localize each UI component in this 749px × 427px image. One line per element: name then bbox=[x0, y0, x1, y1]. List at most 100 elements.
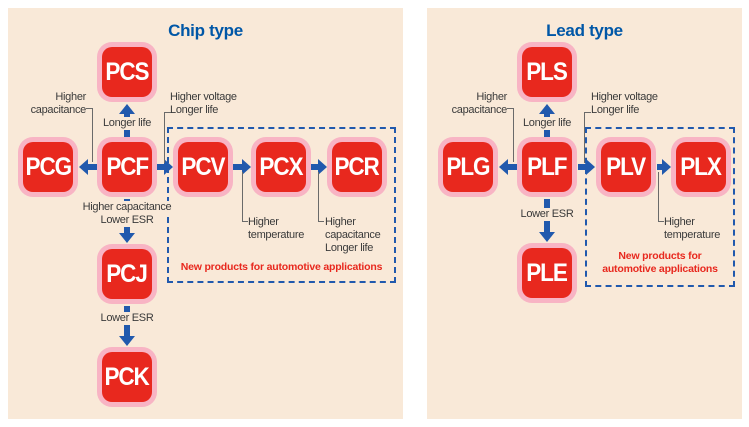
product-box-pck: PCK bbox=[97, 347, 157, 407]
product-box-pcv: PCV bbox=[173, 137, 233, 197]
product-box-pcj-label: PCJ bbox=[106, 259, 149, 288]
arrow-pcv-to-pcx bbox=[233, 159, 251, 175]
product-box-pcj: PCJ bbox=[97, 244, 157, 304]
product-box-plx-red: PLX bbox=[676, 142, 726, 192]
arrow-head bbox=[539, 232, 555, 242]
product-box-pcv-label: PCV bbox=[181, 152, 225, 181]
panel-chip-type: Chip type New products for automotive ap… bbox=[8, 8, 403, 419]
product-box-plf-red: PLF bbox=[522, 142, 572, 192]
note-line: automotive applications bbox=[602, 263, 718, 275]
label-line: Lower ESR bbox=[518, 208, 576, 221]
connector-higher-temperature bbox=[242, 172, 248, 222]
product-box-pcr-red: PCR bbox=[332, 142, 382, 192]
arrow-head bbox=[164, 159, 173, 175]
label-higher-voltage-longer-life: Higher voltage Longer life bbox=[591, 91, 671, 117]
label-higher-capacitance: Higher capacitance bbox=[437, 91, 508, 117]
panel-title-chip: Chip type bbox=[168, 21, 243, 40]
automotive-note-chip: New products for automotive applications bbox=[180, 261, 383, 273]
arrow-shaft bbox=[157, 164, 166, 170]
label-higher-temperature: Higher temperature bbox=[664, 216, 734, 242]
arrow-pcf-to-pcv bbox=[157, 159, 173, 175]
product-box-plf: PLF bbox=[517, 137, 577, 197]
arrow-head bbox=[119, 336, 135, 346]
arrow-head bbox=[499, 159, 508, 175]
connector-higher-voltage bbox=[164, 112, 171, 163]
label-lower-esr: Lower ESR bbox=[77, 312, 177, 325]
product-box-pcf-red: PCF bbox=[102, 142, 152, 192]
product-box-pcg: PCG bbox=[18, 137, 78, 197]
product-box-pcj-red: PCJ bbox=[102, 249, 152, 299]
label-line: capacitance bbox=[325, 229, 381, 241]
label-line: temperature bbox=[248, 229, 305, 241]
product-box-pcx: PCX bbox=[251, 137, 311, 197]
panel-lead-type: Lead type New products for automotive ap… bbox=[427, 8, 742, 419]
product-box-pls-label: PLS bbox=[526, 57, 569, 86]
arrow-head bbox=[79, 159, 88, 175]
label-line: capacitance bbox=[451, 104, 508, 116]
product-box-plv-label: PLV bbox=[606, 152, 647, 181]
product-box-pcv-red: PCV bbox=[178, 142, 228, 192]
product-box-pck-red: PCK bbox=[102, 352, 152, 402]
product-box-plx-label: PLX bbox=[680, 152, 723, 181]
connector-higher-temperature bbox=[658, 172, 664, 222]
product-box-pls-red: PLS bbox=[522, 47, 572, 97]
product-box-plg: PLG bbox=[438, 137, 498, 197]
label-line: Higher bbox=[476, 91, 507, 103]
product-box-pcx-red: PCX bbox=[256, 142, 306, 192]
product-box-pcx-label: PCX bbox=[259, 152, 303, 181]
product-box-pls: PLS bbox=[517, 42, 577, 102]
arrow-head bbox=[242, 159, 251, 175]
connector-higher-capacitance bbox=[507, 108, 514, 162]
arrow-head bbox=[318, 159, 327, 175]
product-box-pcf: PCF bbox=[97, 137, 157, 197]
label-line: Lower ESR bbox=[98, 312, 156, 325]
product-box-plv-red: PLV bbox=[601, 142, 651, 192]
label-higher-capacitance-longer-life: Higher capacitance Longer life bbox=[325, 216, 395, 255]
arrow-head bbox=[539, 104, 555, 114]
label-line: Higher bbox=[55, 91, 86, 103]
label-line: Longer life bbox=[325, 242, 374, 254]
label-line: capacitance bbox=[30, 104, 87, 116]
connector-higher-capacitance-longer-life bbox=[318, 172, 324, 222]
automotive-group-lead: New products for automotive applications bbox=[585, 127, 735, 287]
label-line: Lower ESR bbox=[98, 214, 156, 227]
label-line: Higher bbox=[664, 216, 695, 228]
arrow-shaft bbox=[233, 164, 244, 170]
arrow-plf-to-plg bbox=[499, 159, 517, 175]
note-line: New products for bbox=[618, 250, 702, 262]
label-line: Higher voltage bbox=[170, 91, 237, 103]
arrow-head bbox=[119, 233, 135, 243]
arrow-shaft bbox=[86, 164, 97, 170]
arrow-shaft bbox=[578, 164, 588, 170]
arrow-shaft bbox=[657, 164, 664, 170]
product-box-plx: PLX bbox=[671, 137, 731, 197]
product-box-plf-label: PLF bbox=[527, 152, 567, 181]
product-box-plv: PLV bbox=[596, 137, 656, 197]
label-longer-life: Longer life bbox=[517, 117, 577, 130]
label-higher-voltage-longer-life: Higher voltage Longer life bbox=[170, 91, 250, 117]
label-line: Higher capacitance bbox=[80, 201, 174, 214]
product-box-pcr: PCR bbox=[327, 137, 387, 197]
product-box-ple: PLE bbox=[517, 243, 577, 303]
product-box-plg-red: PLG bbox=[443, 142, 493, 192]
product-box-pcs-label: PCS bbox=[105, 57, 149, 86]
product-box-pcs: PCS bbox=[97, 42, 157, 102]
label-line: temperature bbox=[664, 229, 721, 241]
label-line: Higher bbox=[325, 216, 356, 228]
label-longer-life: Longer life bbox=[97, 117, 157, 130]
arrow-head bbox=[119, 104, 135, 114]
label-line: Higher bbox=[248, 216, 279, 228]
arrow-plf-to-plv bbox=[578, 159, 595, 175]
product-box-pcr-label: PCR bbox=[334, 152, 380, 181]
label-line: Longer life bbox=[100, 117, 154, 130]
label-line: Longer life bbox=[591, 104, 640, 116]
arrow-head bbox=[662, 159, 671, 175]
product-box-pcs-red: PCS bbox=[102, 47, 152, 97]
label-lower-esr: Lower ESR bbox=[497, 208, 597, 221]
connector-higher-voltage bbox=[584, 112, 591, 163]
label-higher-temperature: Higher temperature bbox=[248, 216, 318, 242]
arrow-pcf-to-pcg bbox=[79, 159, 97, 175]
label-higher-capacitance: Higher capacitance bbox=[16, 91, 87, 117]
product-box-ple-red: PLE bbox=[522, 248, 572, 298]
